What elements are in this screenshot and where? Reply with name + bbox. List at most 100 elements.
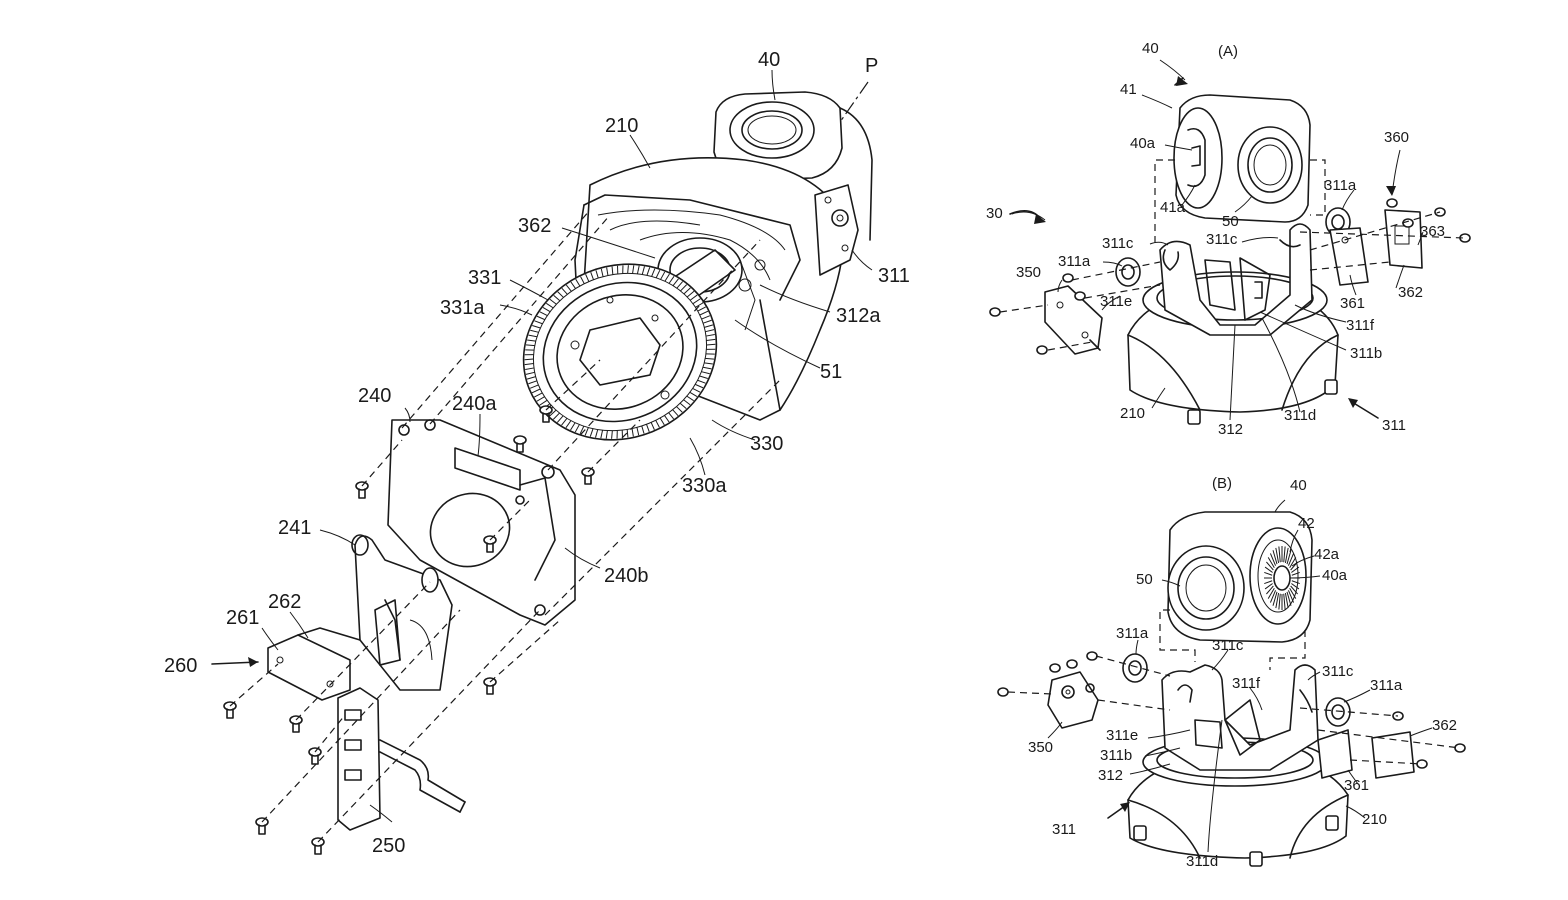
leader-lines: [261, 69, 873, 823]
label-262: 262: [268, 591, 301, 613]
label-312-a: 312: [1218, 421, 1243, 438]
arrowhead-260: [248, 657, 258, 667]
plate-361-a: [1329, 227, 1369, 286]
arrow-311-a: [1351, 401, 1379, 419]
label-330: 330: [750, 433, 783, 455]
bracket-311: [814, 184, 859, 276]
encoder-ticks-b: [1264, 546, 1300, 610]
label-210-a: 210: [1120, 405, 1145, 422]
board-350-b: [1047, 671, 1099, 729]
label-240b: 240b: [604, 565, 649, 587]
bracket-311-a: [1159, 223, 1313, 336]
label-362-a: 362: [1398, 284, 1423, 301]
label-42-b: 42: [1298, 515, 1315, 532]
arrowhead-311-a: [1348, 398, 1358, 408]
arrowhead-311-b: [1120, 802, 1130, 812]
guide-a-right: [1310, 159, 1326, 216]
label-311d-a: 311d: [1284, 407, 1316, 424]
label-311c-a-2: 311c: [1206, 231, 1238, 248]
leaders-b: [1047, 499, 1433, 853]
label-311d-b: 311d: [1186, 853, 1218, 870]
label-311b-b: 311b: [1100, 747, 1132, 764]
label-311f-a: 311f: [1346, 317, 1375, 334]
head-40-b: [1167, 511, 1313, 643]
label-331a: 331a: [440, 297, 485, 319]
plate-362-b: [1371, 731, 1415, 779]
label-311f-b: 311f: [1232, 675, 1261, 692]
label-210-b: 210: [1362, 811, 1387, 828]
bearing-311a-left-b-inner: [1128, 660, 1142, 676]
figure-a: (A): [986, 40, 1471, 438]
label-260: 260: [164, 655, 197, 677]
label-311-a: 311: [1382, 417, 1406, 434]
plate-361-b: [1317, 729, 1353, 779]
guide-b-right: [1269, 630, 1306, 670]
label-350-b: 350: [1028, 739, 1053, 756]
label-41-a: 41: [1120, 81, 1137, 98]
arrow-311-b: [1107, 805, 1126, 819]
encoder-disc-331: [522, 263, 718, 441]
label-362: 362: [518, 215, 551, 237]
screws-b: [997, 651, 1466, 769]
label-40-a: 40: [1142, 40, 1159, 57]
connector-250: [337, 687, 466, 831]
label-312-b: 312: [1098, 767, 1123, 784]
label-312a: 312a: [836, 305, 881, 327]
label-311: 311: [878, 265, 910, 287]
label-250: 250: [372, 835, 405, 857]
arrowhead-30-a: [1034, 214, 1046, 224]
labels-a: 40 41 40a 41a 50 30 311c 311c 311a 311a …: [986, 40, 1445, 438]
assembly-lines: [229, 209, 781, 843]
arrowhead-360-a: [1386, 186, 1396, 196]
main-exploded-view: 40 P 210 362 331 331a 311 312a 51 240 24…: [164, 49, 910, 857]
plate-240: [387, 419, 576, 626]
label-362-b: 362: [1432, 717, 1457, 734]
camera-head-40: [713, 91, 873, 241]
label-331: 331: [468, 267, 501, 289]
label-210: 210: [605, 115, 638, 137]
bracket-241: [351, 534, 453, 691]
figure-a-title: (A): [1218, 43, 1238, 60]
bracket-311-b: [1161, 664, 1319, 771]
label-311a-a-1: 311a: [1058, 253, 1091, 270]
guide-a-left: [1154, 159, 1175, 248]
label-50-b: 50: [1136, 571, 1153, 588]
label-311e-a: 311e: [1100, 293, 1132, 310]
label-40a-a: 40a: [1130, 135, 1156, 152]
board-350-a: [1044, 285, 1103, 355]
arrowhead-40-a: [1176, 76, 1188, 86]
label-311a-b-1: 311a: [1116, 625, 1149, 642]
label-350-a: 350: [1016, 264, 1041, 281]
label-240: 240: [358, 385, 391, 407]
label-51: 51: [820, 361, 842, 383]
label-261: 261: [226, 607, 259, 629]
label-311-b: 311: [1052, 821, 1076, 838]
main-labels: 40 P 210 362 331 331a 311 312a 51 240 24…: [164, 49, 910, 857]
label-311b-a: 311b: [1350, 345, 1382, 362]
assembly-lines-a: [999, 211, 1466, 351]
label-311c-a-1: 311c: [1102, 235, 1134, 252]
flex-board-260: [267, 627, 361, 701]
label-360-a: 360: [1384, 129, 1409, 146]
label-p: P: [865, 55, 878, 77]
label-40a-b: 40a: [1322, 567, 1348, 584]
assembly-lines-b: [1007, 655, 1461, 765]
label-42a-b: 42a: [1314, 546, 1340, 563]
bearing-311a-left-a: [1115, 257, 1141, 287]
label-240a: 240a: [452, 393, 497, 415]
bearing-311a-left-b: [1122, 653, 1148, 683]
label-241: 241: [278, 517, 311, 539]
figure-b: (B): [997, 475, 1466, 870]
label-361-a: 361: [1340, 295, 1365, 312]
label-41a-a: 41a: [1160, 199, 1186, 216]
label-330a: 330a: [682, 475, 727, 497]
encoder-ticks: [524, 265, 716, 439]
label-311e-b: 311e: [1106, 727, 1138, 744]
figure-b-title: (B): [1212, 475, 1232, 492]
label-363-a: 363: [1420, 223, 1445, 240]
bearing-311a-right-b: [1325, 697, 1351, 727]
label-40-b: 40: [1290, 477, 1307, 494]
leaders-a: [1011, 59, 1424, 421]
